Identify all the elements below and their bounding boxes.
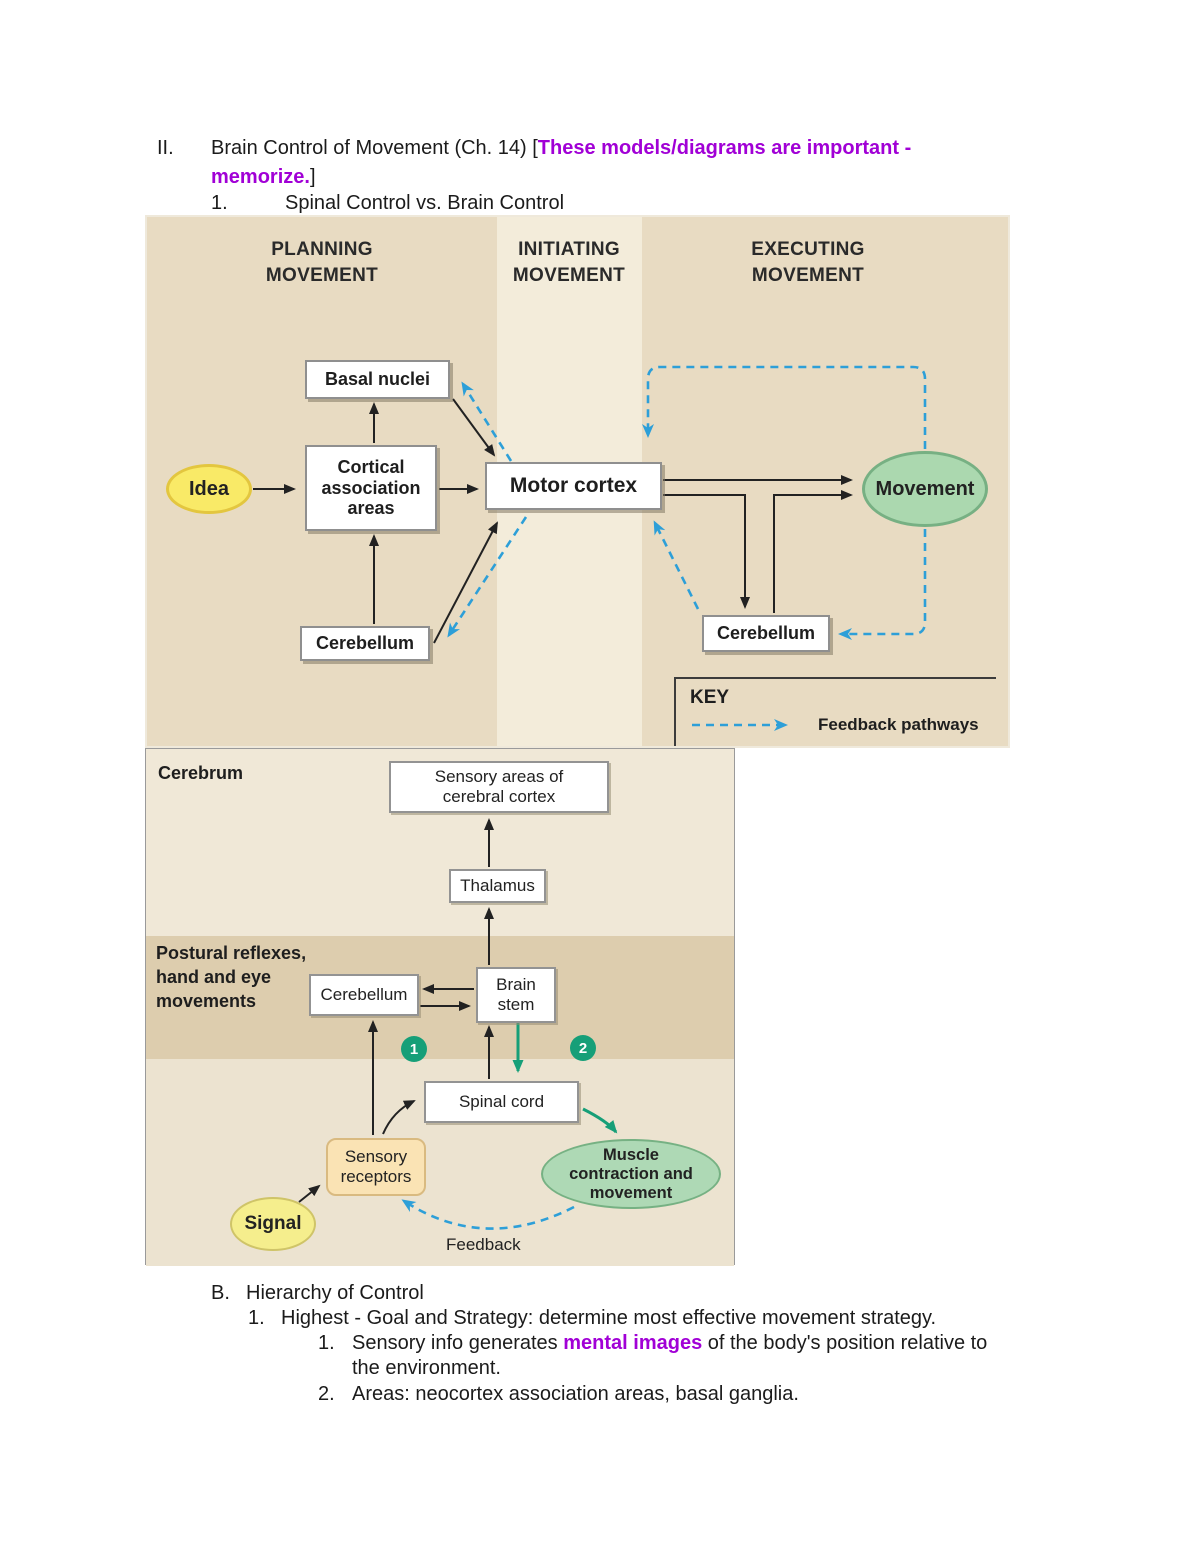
planning-header-line1: PLANNING: [271, 239, 373, 260]
key-title: KEY: [690, 687, 730, 708]
section-bracket-close: ]: [309, 166, 316, 188]
footer-1-1-num: 1.: [318, 1332, 335, 1354]
initiating-header-line2: MOVEMENT: [512, 265, 626, 286]
footer-b-title: Hierarchy of Control: [246, 1282, 424, 1304]
section-title-line2: memorize.]: [211, 165, 316, 190]
footer-1-1-wrap: the environment.: [352, 1357, 501, 1379]
footer-1-1-text: Sensory info generates mental images of …: [352, 1331, 987, 1356]
planning-header-line2: MOVEMENT: [265, 265, 379, 286]
step-2-badge: 2: [570, 1035, 596, 1061]
initiating-header-line1: INITIATING: [518, 239, 620, 260]
postural-band-bg: [146, 936, 734, 1059]
footer-b-label: B.: [211, 1282, 230, 1304]
footer-1-1-post: of the body's position relative to: [702, 1332, 988, 1354]
brain-control-diagram: PLANNING MOVEMENT INITIATING MOVEMENT EX…: [145, 215, 1010, 748]
key-feedback-label: Feedback pathways: [818, 715, 979, 734]
executing-header-line2: MOVEMENT: [751, 265, 865, 286]
section-numeral: II.: [157, 137, 174, 159]
sensory-receptors-node: Sensory receptors: [326, 1138, 426, 1196]
postural-label: Postural reflexes, hand and eye movement…: [156, 943, 307, 1011]
sensory-areas-node: Sensory areas of cerebral cortex: [389, 761, 609, 813]
sub-item-title: Spinal Control vs. Brain Control: [285, 192, 565, 214]
footer-mental-images-highlight: mental images: [563, 1332, 703, 1354]
executing-header: EXECUTING MOVEMENT: [708, 237, 908, 289]
step-1-badge: 1: [401, 1036, 427, 1062]
thalamus-node: Thalamus: [449, 869, 546, 903]
footer-1-text: Highest - Goal and Strategy: determine m…: [281, 1307, 937, 1329]
idea-node: Idea: [166, 464, 252, 514]
cerebellum-right-node: Cerebellum: [702, 615, 830, 652]
footer-1-1-pre: Sensory info generates: [352, 1332, 564, 1354]
initiating-header: INITIATING MOVEMENT: [469, 237, 669, 289]
cerebellum2-node: Cerebellum: [309, 974, 419, 1016]
spinal-cord-node: Spinal cord: [424, 1081, 579, 1123]
planning-header: PLANNING MOVEMENT: [222, 237, 422, 289]
movement-node: Movement: [862, 451, 988, 527]
section-title-line1: Brain Control of Movement (Ch. 14) [Thes…: [211, 136, 911, 161]
feedback-label: Feedback: [446, 1235, 521, 1254]
cerebrum-label: Cerebrum: [158, 763, 244, 783]
footer-1-2-num: 2.: [318, 1383, 335, 1405]
muscle-node: Muscle contraction and movement: [541, 1139, 721, 1209]
executing-header-line1: EXECUTING: [751, 239, 865, 260]
cortical-association-node: Cortical association areas: [305, 445, 437, 531]
motor-cortex-node: Motor cortex: [485, 462, 662, 510]
footer-1-num: 1.: [248, 1307, 265, 1329]
section-highlight-1: These models/diagrams are important -: [537, 137, 912, 159]
diagram-key: KEY Feedback pathways: [674, 677, 996, 746]
signal-node: Signal: [230, 1197, 316, 1251]
hierarchy-diagram: Cerebrum Postural reflexes, hand and eye…: [145, 748, 735, 1266]
feedback-arrow-icon: [692, 719, 788, 731]
basal-nuclei-node: Basal nuclei: [305, 360, 450, 399]
brain-stem-node: Brain stem: [476, 967, 556, 1023]
footer-1-2-text: Areas: neocortex association areas, basa…: [352, 1383, 799, 1405]
sub-item-number: 1.: [211, 192, 228, 214]
section-highlight-2: memorize.: [211, 166, 310, 188]
section-title-prefix: Brain Control of Movement (Ch. 14) [: [211, 137, 538, 159]
cerebellum-left-node: Cerebellum: [300, 626, 430, 661]
